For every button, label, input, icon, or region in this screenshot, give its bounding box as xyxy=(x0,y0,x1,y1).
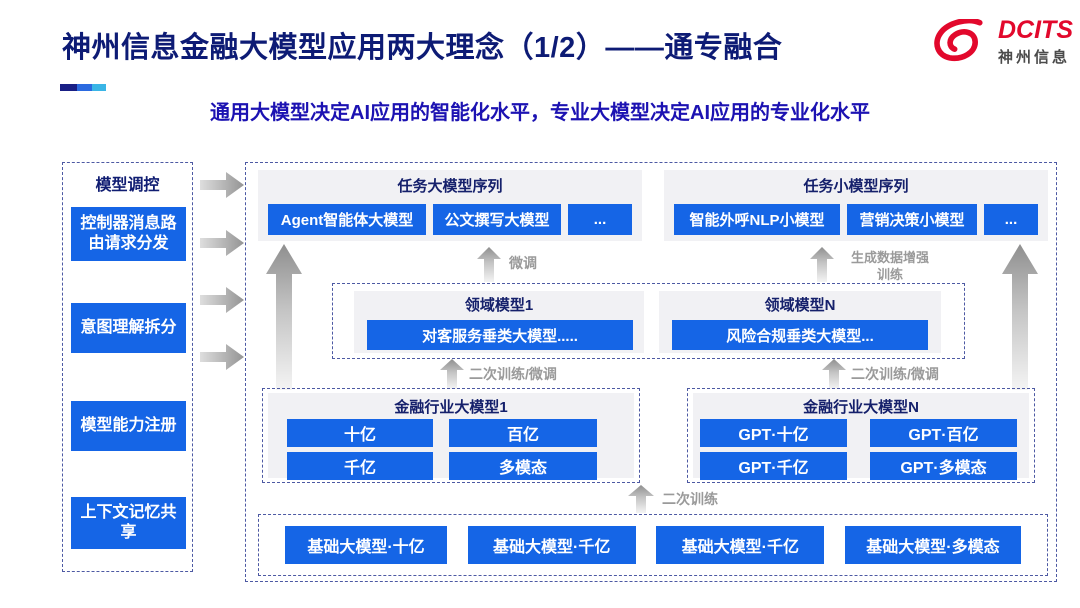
model-chip-marketing: 营销决策小模型 xyxy=(847,204,977,235)
scale-chip: 多模态 xyxy=(449,452,597,480)
sidebar-item-context: 上下文记忆共享 xyxy=(71,497,186,549)
scale-chip: 十亿 xyxy=(287,419,433,447)
up-arrow-icon xyxy=(628,485,654,513)
accent-segment xyxy=(77,84,92,91)
base-model-row: 基础大模型·十亿 基础大模型·千亿 基础大模型·千亿 基础大模型·多模态 xyxy=(259,515,1047,575)
finetune-label: 微调 xyxy=(509,255,537,271)
scale-chip: GPT·千亿 xyxy=(700,452,847,480)
industry-model-n-title: 金融行业大模型N xyxy=(803,399,919,416)
domain-model-1-title: 领域模型1 xyxy=(464,297,534,314)
augment-label-line2: 训练 xyxy=(876,267,903,282)
up-arrow-icon xyxy=(477,247,501,282)
architecture-container xyxy=(245,162,1057,582)
logo-subname: 神州信息 xyxy=(998,49,1071,66)
domain-model-1-chip: 对客服务垂类大模型..... xyxy=(367,320,633,350)
right-arrow-icon xyxy=(200,172,244,198)
domain-model-n-title: 领域模型N xyxy=(764,297,836,314)
base-model-chip: 基础大模型·千亿 xyxy=(656,526,825,564)
base-model-chip: 基础大模型·千亿 xyxy=(467,526,636,564)
domain-model-n-chip: 风险合规垂类大模型... xyxy=(672,320,928,350)
up-arrow-icon xyxy=(810,247,834,282)
accent-segment xyxy=(92,84,106,91)
task-large-model-title: 任务大模型序列 xyxy=(397,178,503,195)
industry-model-1-title: 金融行业大模型1 xyxy=(394,399,508,416)
dcits-logo: DCITS 神州信息 xyxy=(930,18,1073,67)
model-chip-more: ... xyxy=(568,204,632,235)
retrain-finetune-label-left: 二次训练/微调 xyxy=(469,366,557,382)
task-large-model-panel: 任务大模型序列 Agent智能体大模型 公文撰写大模型 ... xyxy=(258,170,642,241)
scale-chip: GPT·百亿 xyxy=(870,419,1017,447)
model-chip-more: ... xyxy=(984,204,1038,235)
dcits-swirl-icon xyxy=(934,18,983,61)
up-arrow-icon xyxy=(266,244,302,390)
augment-label: 生成数据增强 训练 xyxy=(838,249,942,283)
right-arrow-icon xyxy=(200,287,244,313)
right-arrow-icon xyxy=(200,230,244,256)
slide-subtitle: 通用大模型决定AI应用的智能化水平，专业大模型决定AI应用的专业化水平 xyxy=(210,102,870,124)
sidebar-item-router: 控制器消息路由请求分发 xyxy=(71,207,186,261)
retrain-label: 二次训练 xyxy=(662,491,718,507)
scale-chip: GPT·多模态 xyxy=(870,452,1017,480)
task-small-model-panel: 任务小模型序列 智能外呼NLP小模型 营销决策小模型 ... xyxy=(664,170,1048,241)
base-model-chip: 基础大模型·多模态 xyxy=(844,526,1021,564)
accent-segment xyxy=(60,84,77,91)
sidebar-item-intent: 意图理解拆分 xyxy=(71,303,186,353)
logo-text: DCITS 神州信息 xyxy=(998,18,1073,67)
industry-model-1-box: 金融行业大模型1 十亿 百亿 千亿 多模态 xyxy=(262,388,640,483)
up-arrow-icon xyxy=(440,359,464,389)
augment-label-line1: 生成数据增强 xyxy=(850,250,929,265)
model-control-title: 模型调控 xyxy=(95,177,160,194)
domain-model-n-panel: 领域模型N 风险合规垂类大模型... xyxy=(659,291,941,353)
sidebar-item-register: 模型能力注册 xyxy=(71,401,186,451)
up-arrow-icon xyxy=(822,359,846,389)
base-model-chip: 基础大模型·十亿 xyxy=(285,526,447,564)
task-small-model-title: 任务小模型序列 xyxy=(803,178,909,195)
domain-model-1-panel: 领域模型1 对客服务垂类大模型..... xyxy=(354,291,644,353)
right-arrow-icon xyxy=(200,344,244,370)
model-control-panel: 模型调控 控制器消息路由请求分发 意图理解拆分 模型能力注册 上下文记忆共享 xyxy=(62,162,193,572)
title-accent-bar xyxy=(60,84,106,91)
industry-model-1-grid: 十亿 百亿 千亿 多模态 xyxy=(287,419,597,480)
scale-chip: 千亿 xyxy=(287,452,433,480)
scale-chip: 百亿 xyxy=(449,419,597,447)
retrain-finetune-label-right: 二次训练/微调 xyxy=(851,366,939,382)
logo-name: DCITS xyxy=(998,16,1073,44)
page-title: 神州信息金融大模型应用两大理念（1/2）——通专融合 xyxy=(62,32,783,64)
model-chip-document: 公文撰写大模型 xyxy=(433,204,561,235)
domain-model-container: 领域模型1 对客服务垂类大模型..... 领域模型N 风险合规垂类大模型... xyxy=(332,283,965,359)
model-chip-agent: Agent智能体大模型 xyxy=(268,204,426,235)
task-small-model-items: 智能外呼NLP小模型 营销决策小模型 ... xyxy=(674,204,1038,235)
up-arrow-icon xyxy=(1002,244,1038,390)
base-model-container: 基础大模型·十亿 基础大模型·千亿 基础大模型·千亿 基础大模型·多模态 xyxy=(258,514,1048,576)
task-large-model-items: Agent智能体大模型 公文撰写大模型 ... xyxy=(268,204,632,235)
industry-model-n-grid: GPT·十亿 GPT·百亿 GPT·千亿 GPT·多模态 xyxy=(700,419,1017,480)
industry-model-n-box: 金融行业大模型N GPT·十亿 GPT·百亿 GPT·千亿 GPT·多模态 xyxy=(687,388,1035,483)
scale-chip: GPT·十亿 xyxy=(700,419,847,447)
model-chip-nlp-call: 智能外呼NLP小模型 xyxy=(674,204,840,235)
